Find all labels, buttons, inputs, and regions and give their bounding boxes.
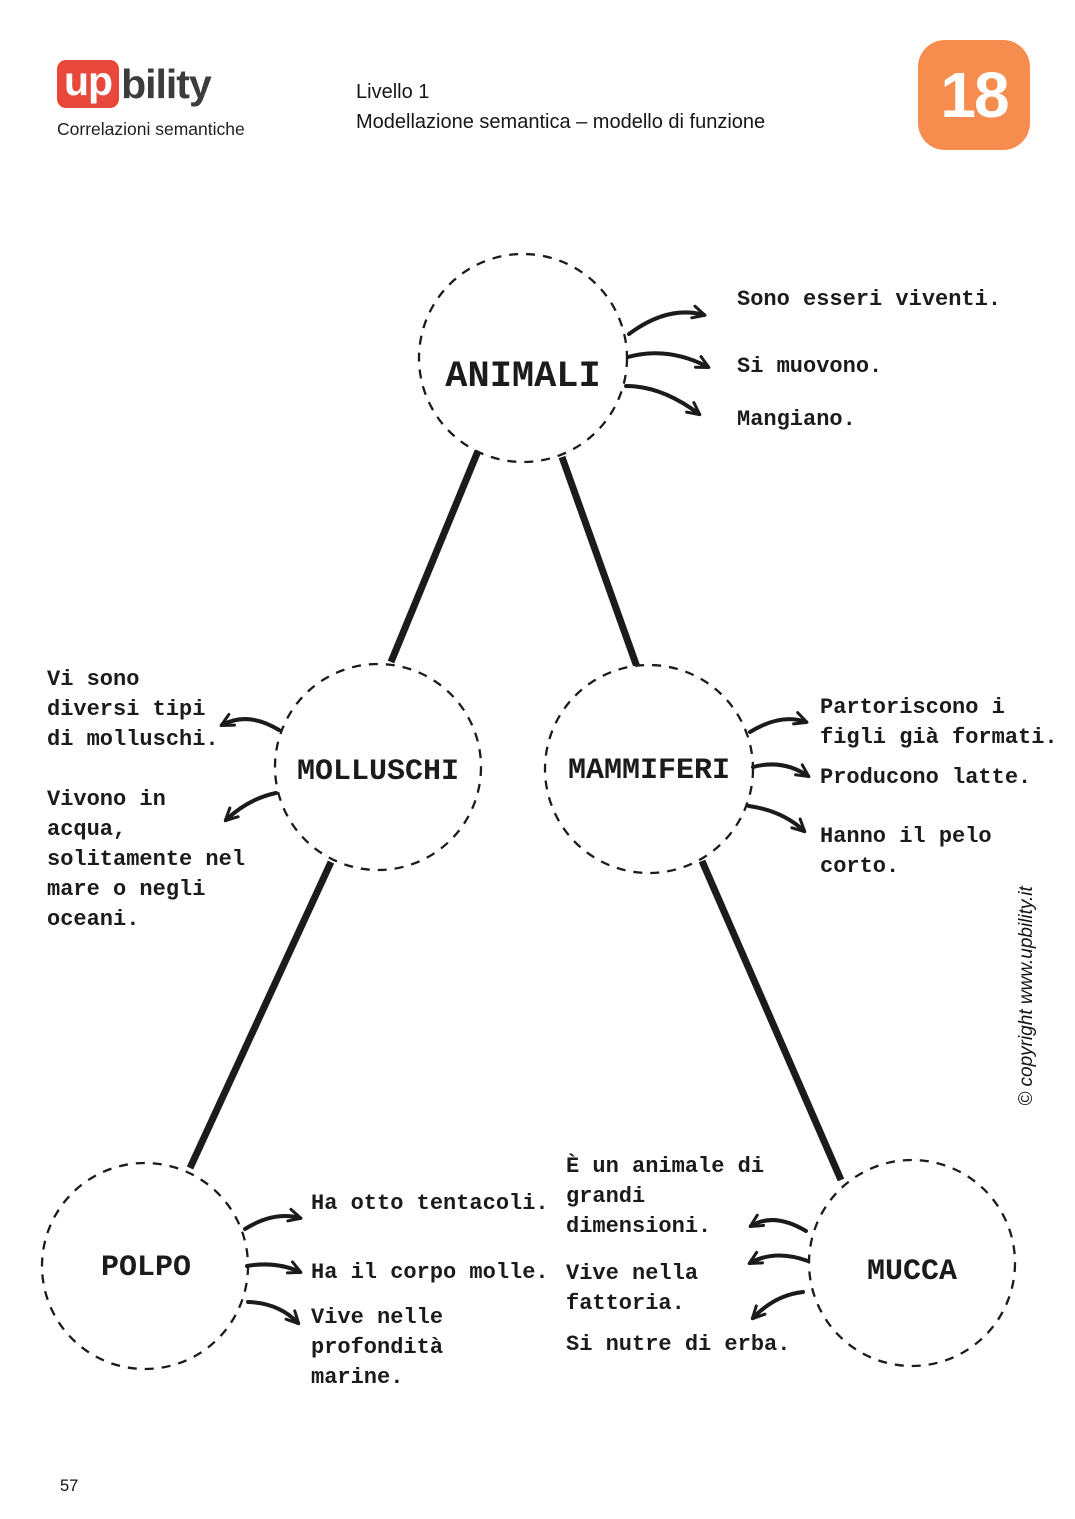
- fact-animali-1: Sono esseri viventi.: [737, 287, 1002, 312]
- node-label-polpo: POLPO: [100, 1251, 192, 1285]
- fact-molluschi-1: Vi sono diversi tipi di molluschi.: [47, 667, 219, 752]
- arrow-polpo-fact-2-icon: [245, 1260, 303, 1275]
- fact-animali-3: Mangiano.: [737, 407, 856, 432]
- fact-mucca-1: È un animale di grandi dimensioni.: [566, 1154, 765, 1239]
- logo-up-box: up: [57, 60, 120, 108]
- node-label-animali: ANIMALI: [445, 356, 601, 398]
- arrow-animali-fact-2-icon: [626, 351, 711, 369]
- arrow-mammiferi-fact-3-icon: [747, 804, 807, 834]
- node-circle-mucca: [807, 1158, 1017, 1368]
- arrow-animali-fact-1-icon: [627, 304, 707, 336]
- node-label-mucca: MUCCA: [866, 1255, 958, 1289]
- fact-polpo-2: Ha il corpo molle.: [311, 1260, 549, 1285]
- node-label-mammiferi: MAMMIFERI: [567, 754, 731, 788]
- connector-animali-mammiferi: [558, 455, 641, 669]
- node-circle-mammiferi: [543, 663, 755, 875]
- fact-molluschi-2: Vivono in acqua, solitamente nel mare o …: [47, 787, 246, 932]
- arrow-molluschi-fact-2-icon: [223, 791, 278, 823]
- arrow-mammiferi-fact-1-icon: [748, 711, 809, 734]
- connector-animali-molluschi: [387, 449, 482, 664]
- fact-mammiferi-3: Hanno il pelo corto.: [820, 824, 992, 879]
- fact-polpo-1: Ha otto tentacoli.: [311, 1191, 549, 1216]
- arrow-mucca-fact-3-icon: [750, 1290, 805, 1321]
- connector-mammiferi-mucca: [698, 859, 845, 1182]
- arrow-mucca-fact-1-icon: [748, 1213, 808, 1233]
- level-title: Livello 1: [356, 81, 430, 103]
- connector-molluschi-polpo: [186, 860, 335, 1170]
- arrow-animali-fact-3-icon: [624, 384, 702, 417]
- node-circle-molluschi: [273, 662, 483, 872]
- node-label-molluschi: MOLLUSCHI: [296, 755, 460, 789]
- worksheet-number-badge: 18: [918, 40, 1030, 150]
- fact-mammiferi-1: Partoriscono i figli già formati.: [820, 695, 1058, 750]
- arrow-molluschi-fact-1-icon: [219, 713, 281, 732]
- page-number: 57: [60, 1477, 79, 1495]
- fact-animali-2: Si muovono.: [737, 354, 883, 379]
- worksheet-subtitle: Modellazione semantica – modello di funz…: [356, 111, 766, 133]
- arrow-mammiferi-fact-2-icon: [751, 762, 811, 779]
- arrow-mucca-fact-2-icon: [747, 1250, 810, 1265]
- arrow-polpo-fact-3-icon: [246, 1300, 301, 1326]
- arrow-polpo-fact-1-icon: [243, 1207, 303, 1231]
- fact-mucca-3: Si nutre di erba.: [566, 1332, 791, 1357]
- fact-mucca-2: Vive nella fattoria.: [566, 1261, 699, 1316]
- logo-bility-text: bility: [121, 60, 212, 107]
- copyright-sidenote: © copyright www.upbility.it: [1016, 886, 1037, 1106]
- logo-tagline: Correlazioni semantiche: [57, 119, 245, 139]
- fact-polpo-3: Vive nelle profondità marine.: [311, 1305, 444, 1390]
- fact-mammiferi-2: Producono latte.: [820, 765, 1032, 790]
